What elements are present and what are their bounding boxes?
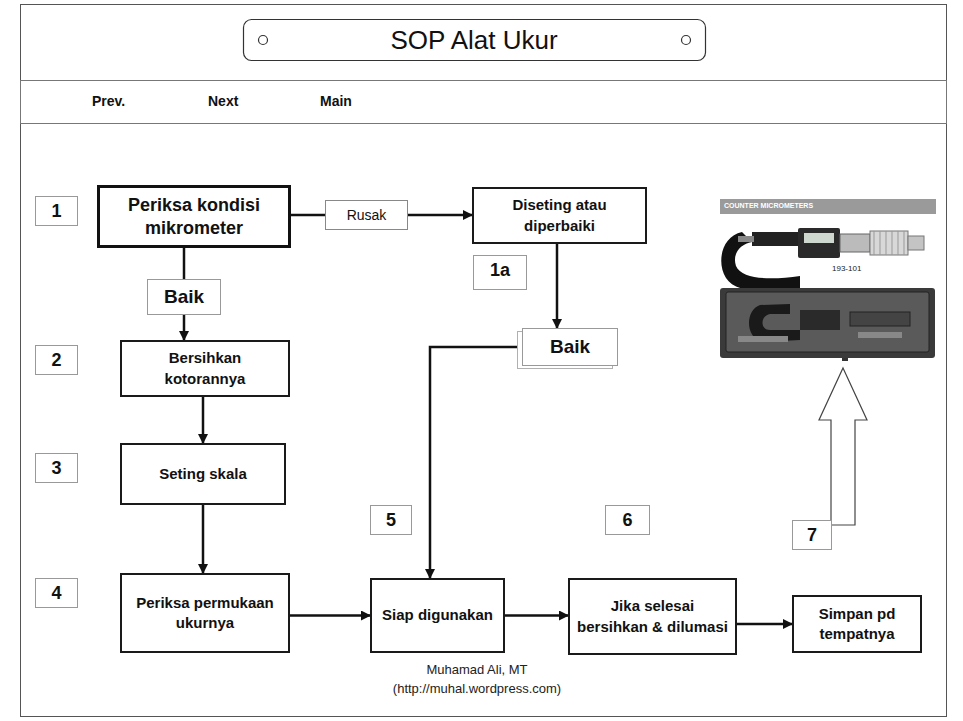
condition-tag: Baik bbox=[522, 328, 618, 366]
nav-link: Next bbox=[208, 93, 238, 109]
node-text: Bersihkan kotorannya bbox=[128, 348, 282, 389]
flow-arrow bbox=[202, 397, 205, 443]
author-credit: Muhamad Ali, MT bbox=[337, 662, 617, 677]
node-text: Periksa permukaan ukurnya bbox=[128, 593, 282, 634]
nav-link: Main bbox=[320, 93, 352, 109]
callout-number: 1a bbox=[473, 255, 527, 290]
node-text: Simpan pd tempatnya bbox=[800, 604, 914, 645]
process-box: Diseting atau diperbaiki bbox=[472, 187, 647, 244]
flow-arrow bbox=[202, 505, 205, 573]
flow-arrow bbox=[183, 315, 186, 340]
process-box: Siap digunakan bbox=[370, 578, 505, 653]
condition-tag: Baik bbox=[147, 279, 221, 315]
flow-arrow bbox=[291, 214, 325, 217]
node-text: Diseting atau diperbaiki bbox=[480, 195, 639, 236]
model-number: 193-101 bbox=[832, 264, 861, 273]
process-box: Bersihkan kotorannya bbox=[120, 340, 290, 397]
process-box: Jika selesai bersihkan & dilumasi bbox=[568, 578, 737, 655]
check-box: Periksa kondisi mikrometer bbox=[97, 185, 291, 248]
process-box: Periksa permukaan ukurnya bbox=[120, 573, 290, 653]
callout-number: 3 bbox=[35, 453, 78, 483]
callout-number: 1 bbox=[35, 196, 78, 226]
flow-arrow bbox=[556, 244, 559, 328]
flow-arrow bbox=[183, 248, 186, 279]
node-text: Baik bbox=[550, 336, 590, 358]
nav-link: Prev. bbox=[92, 93, 125, 109]
callout-number: 2 bbox=[35, 345, 78, 375]
flow-arrow bbox=[430, 347, 522, 578]
node-text: Baik bbox=[164, 286, 204, 308]
process-box: Seting skala bbox=[120, 443, 286, 505]
picture-caption: COUNTER MICROMETERS bbox=[724, 202, 813, 209]
node-text: Seting skala bbox=[159, 464, 247, 484]
condition-tag: Rusak bbox=[325, 200, 408, 230]
flow-arrow bbox=[408, 214, 472, 217]
callout-number: 4 bbox=[35, 578, 78, 608]
process-box: Simpan pd tempatnya bbox=[792, 595, 922, 653]
node-text: Periksa kondisi mikrometer bbox=[106, 194, 282, 239]
flow-arrow bbox=[505, 614, 568, 617]
callout-number: 6 bbox=[605, 505, 650, 535]
node-text: Jika selesai bersihkan & dilumasi bbox=[576, 596, 729, 637]
callout-number: 7 bbox=[792, 520, 832, 550]
node-text: Siap digunakan bbox=[382, 605, 493, 625]
flow-arrow bbox=[290, 614, 370, 617]
node-text: Rusak bbox=[347, 207, 387, 223]
flow-arrow bbox=[737, 623, 792, 626]
author-credit: (http://muhal.wordpress.com) bbox=[337, 681, 617, 696]
slide-title: SOP Alat Ukur bbox=[243, 20, 705, 60]
callout-number: 5 bbox=[370, 505, 412, 535]
